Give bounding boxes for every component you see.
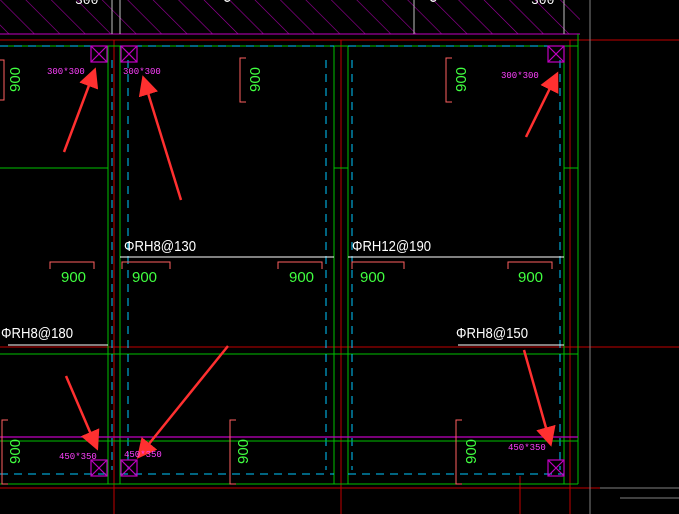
opening-label-bottom-1: 450*350: [124, 450, 162, 460]
arrow-4: [136, 345, 229, 459]
top-label-1: ΦR: [221, 0, 237, 2]
dim-v-top-1: 900: [247, 67, 264, 92]
dim-v-bottom-2: 900: [463, 439, 480, 464]
opening-square-0: [90, 45, 108, 63]
dim-h-4: 900: [518, 269, 543, 286]
dimension-brackets-horizontal: [49, 261, 553, 269]
dim-h-0: 900: [61, 269, 86, 286]
dim-h-3: 900: [360, 269, 385, 286]
arrow-1: [138, 75, 183, 201]
top-label-3: 300: [531, 0, 554, 8]
dim-v-bottom-0: 900: [7, 439, 24, 464]
rebar-label-1: ΦRH12@190: [352, 238, 431, 255]
dimension-brackets-vertical-bottom: [1, 419, 462, 485]
opening-label-top-2: 300*300: [501, 71, 539, 81]
top-label-2: ΦR: [427, 0, 443, 2]
dim-v-top-2: 900: [453, 67, 470, 92]
arrow-3: [64, 375, 100, 451]
dim-v-top-0: 900: [7, 67, 24, 92]
opening-label-bottom-0: 450*350: [59, 452, 97, 462]
hatched-beam-band: [0, 0, 580, 35]
arrow-2: [524, 71, 559, 138]
rebar-label-3: ΦRH8@150: [456, 325, 528, 342]
annotation-arrows: [62, 67, 559, 459]
opening-square-2: [547, 45, 565, 63]
opening-square-4: [120, 459, 138, 477]
arrow-5: [522, 349, 556, 447]
dashed-slab-edges: [0, 45, 564, 475]
rebar-label-2: ΦRH8@180: [1, 325, 73, 342]
dim-h-2: 900: [289, 269, 314, 286]
rebar-label-0: ΦRH8@130: [124, 238, 196, 255]
openings: [90, 45, 565, 477]
arrow-0: [62, 67, 99, 153]
dimension-brackets-vertical-top: [0, 57, 452, 103]
opening-label-bottom-2: 450*350: [508, 443, 546, 453]
wall-lines: [0, 34, 579, 485]
opening-label-top-0: 300*300: [47, 67, 85, 77]
dim-h-1: 900: [132, 269, 157, 286]
opening-square-3: [90, 459, 108, 477]
opening-label-top-1: 300*300: [123, 67, 161, 77]
opening-square-5: [547, 459, 565, 477]
dim-v-bottom-1: 900: [235, 439, 252, 464]
opening-square-1: [120, 45, 138, 63]
top-label-0: 300: [75, 0, 98, 8]
rebar-span-lines: [8, 256, 564, 346]
